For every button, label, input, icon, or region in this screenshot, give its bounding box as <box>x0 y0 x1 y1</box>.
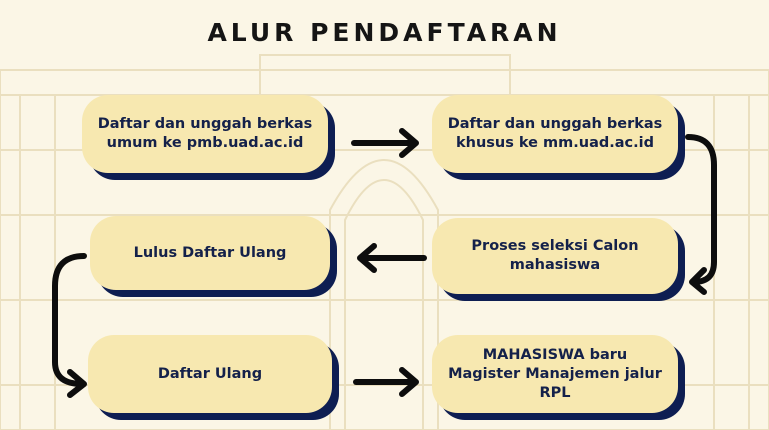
step-card-1: Daftar dan unggah berkas umum ke pmb.uad… <box>82 95 335 180</box>
arrow-right-icon <box>351 128 419 158</box>
arrow-right-icon <box>353 367 419 397</box>
step-label-5: Daftar Ulang <box>88 335 332 413</box>
step-card-4: Lulus Daftar Ulang <box>90 216 337 297</box>
step-card-2: Daftar dan unggah berkas khusus ke mm.ua… <box>432 95 685 180</box>
step-label-1: Daftar dan unggah berkas umum ke pmb.uad… <box>82 95 328 173</box>
arrow-curve-down-left-icon <box>52 253 87 398</box>
step-card-5: Daftar Ulang <box>88 335 339 420</box>
step-label-4: Lulus Daftar Ulang <box>90 216 330 290</box>
step-card-3: Proses seleksi Calon mahasiswa <box>432 218 685 301</box>
step-label-2: Daftar dan unggah berkas khusus ke mm.ua… <box>432 95 678 173</box>
step-label-3: Proses seleksi Calon mahasiswa <box>432 218 678 294</box>
step-label-6: MAHASISWA baru Magister Manajemen jalur … <box>432 335 678 413</box>
step-card-6: MAHASISWA baru Magister Manajemen jalur … <box>432 335 685 420</box>
page-title: ALUR PENDAFTARAN <box>207 18 562 47</box>
arrow-curve-down-icon <box>685 134 717 295</box>
arrow-left-icon <box>357 243 427 273</box>
